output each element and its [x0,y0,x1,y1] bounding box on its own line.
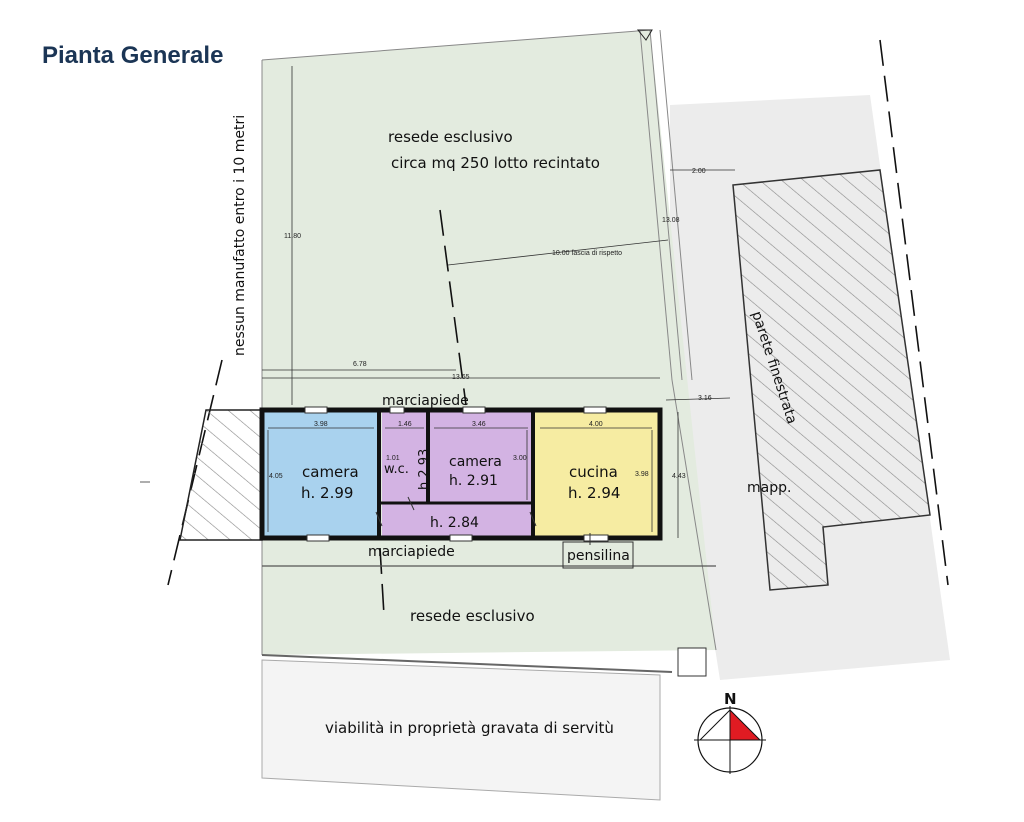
resede-top-area-label: circa mq 250 lotto recintato [391,154,600,172]
road-strip [261,659,661,801]
dim-4-43: 4.43 [672,473,686,480]
room-camera-1-name: camera [302,463,359,481]
neighbor-building-left [179,409,263,541]
windows [304,406,609,542]
dim-4-00: 4.00 [589,421,603,428]
resede-bottom-label: resede esclusivo [410,607,535,625]
room-cucina-height: h. 2.94 [568,484,620,502]
dim-2-00: 2.00 [692,168,706,175]
marciapiede-bottom-label: marciapiede [368,544,455,560]
room-wc-height: h.2.93 [417,449,432,490]
doors [375,496,591,545]
dim-3-46: 3.46 [472,421,486,428]
dim-6-78: 6.78 [353,361,367,368]
room-cucina-name: cucina [569,463,618,481]
dim-11-80: 11.80 [284,233,301,240]
dim-1-01: 1.01 [386,455,400,462]
dim-3-98-b: 3.98 [635,471,649,478]
room-camera-2 [430,412,532,502]
room-camera-1 [264,412,377,536]
dim-3-16: 3.16 [698,395,712,402]
mapp-label: mapp. [747,480,791,496]
north-compass [694,706,766,774]
room-camera-2-name: camera [449,454,502,470]
pensilina-label: pensilina [567,548,630,564]
dim-1-46: 1.46 [398,421,412,428]
vertical-note: nessun manufatto entro i 10 metri [232,115,248,356]
room-corridor-height: h. 2.84 [430,515,479,531]
dimension-lines [140,66,735,538]
dim-fascia: 10.00 fascia di rispetto [552,250,622,257]
marciapiede-top-label: marciapiede [382,393,469,409]
dim-13-65: 13.65 [452,374,470,381]
resede-top-label: resede esclusivo [388,128,513,146]
pensilina-box [562,541,634,569]
boundary-marker [677,647,707,677]
page-title: Pianta Generale [42,42,224,69]
north-label: N [724,690,737,708]
lot-boundary [261,29,717,673]
viabilita-label: viabilità in proprietà gravata di servit… [325,719,614,737]
corner-marker [636,29,653,41]
dim-3-98: 3.98 [314,421,328,428]
room-camera-1-height: h. 2.99 [301,484,353,502]
lot-area [262,30,716,655]
neighbor-building-right [732,169,931,591]
room-wc-name: w.c. [384,462,409,477]
room-wc [382,412,426,502]
dim-3-00: 3.00 [513,455,527,462]
dim-13-08: 13.08 [662,217,680,224]
dim-4-05: 4.05 [269,473,283,480]
room-corridor [382,504,532,536]
room-camera-2-height: h. 2.91 [449,473,498,489]
room-cucina [535,412,658,536]
